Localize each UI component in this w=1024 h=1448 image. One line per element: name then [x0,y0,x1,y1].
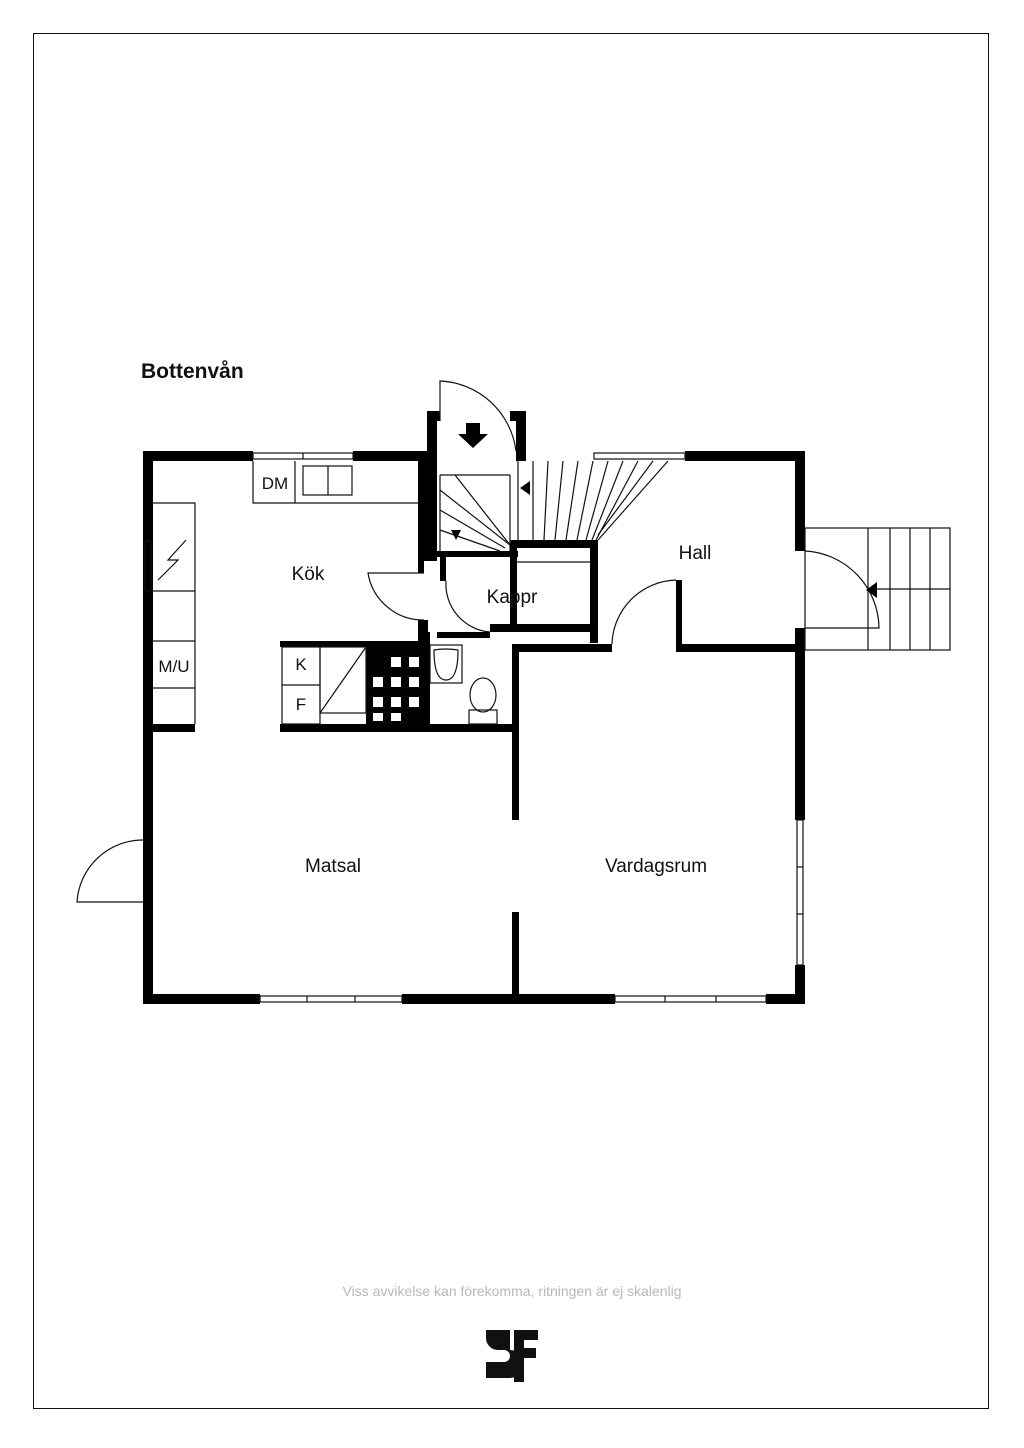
fixture-label-mu: M/U [158,657,189,676]
room-label-hall: Hall [679,543,712,564]
room-label-kok: Kök [292,564,325,585]
drawing-frame [33,33,989,1409]
fixture-label-k: K [295,655,307,674]
chimney-grid [373,657,419,721]
sf-logo-icon [486,1330,538,1382]
arrows [451,423,877,598]
room-label-matsal: Matsal [305,856,361,877]
fixture-label-f: F [296,695,306,714]
floor-title: Bottenvån [141,360,244,383]
disclaimer: Viss avvikelse kan förekomma, ritningen … [342,1283,682,1299]
thin-lines [76,380,951,1003]
room-label-vardagsrum: Vardagsrum [605,856,707,877]
room-label-kappr: Kappr [487,587,538,608]
fixture-label-dm: DM [262,474,288,493]
